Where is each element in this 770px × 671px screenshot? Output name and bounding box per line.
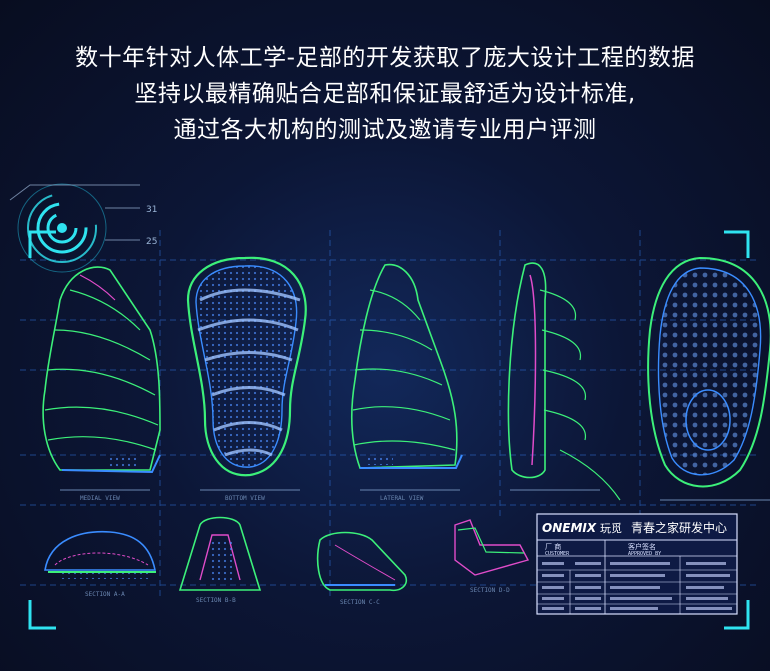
section-view-4: SECTION D-D [454,519,530,594]
hud-number-top: 31 [146,205,157,215]
title-block-center-name: 青春之家研发中心 [631,520,727,535]
headline-line-3: 通过各大机构的测试及邀请专业用户评测 [173,117,597,143]
title-block-client-sign-label: 客户签名 [628,542,656,551]
shoe-lateral-view-right: LATERAL VIEW [350,263,463,502]
title-block-fine-print [542,562,732,610]
svg-text:SECTION A-A: SECTION A-A [85,591,125,598]
title-block-approved-label: APPROVED BY [628,551,661,557]
headline-line-1: 数十年针对人体工学-足部的开发获取了庞大设计工程的数据 [75,45,695,71]
svg-text:SECTION C-C: SECTION C-C [340,599,380,606]
headline: 数十年针对人体工学-足部的开发获取了庞大设计工程的数据 坚持以最精确贴合足部和保… [0,40,770,148]
headline-line-2: 坚持以最精确贴合足部和保证最舒适为设计标准, [134,81,636,107]
shoe-lateral-view-left: MEDIAL VIEW [42,266,161,502]
svg-text:BOTTOM VIEW: BOTTOM VIEW [225,495,265,502]
title-block-factory-label: 厂 商 [545,542,561,551]
title-block-brand: ONEMIX [542,521,597,535]
hud-gauge [9,183,140,273]
section-view-3: SECTION C-C [316,531,408,606]
svg-text:MEDIAL VIEW: MEDIAL VIEW [80,495,120,502]
shoe-side-profile [507,262,621,501]
svg-text:SECTION B-B: SECTION B-B [196,597,236,604]
section-view-2: SECTION B-B [178,516,262,604]
svg-text:LATERAL VIEW: LATERAL VIEW [380,495,424,502]
section-view-1: SECTION A-A [44,530,156,598]
shoe-sole-top-view: BOTTOM VIEW [186,256,307,502]
title-block-customer-label: CUSTOMER [545,551,570,557]
corner-brackets [28,230,750,630]
hud-number-bottom: 25 [146,237,157,247]
svg-text:SECTION D-D: SECTION D-D [470,587,510,594]
shoe-outsole-dotted [647,256,770,501]
title-block-brand-cn: 玩觅 [600,522,622,535]
